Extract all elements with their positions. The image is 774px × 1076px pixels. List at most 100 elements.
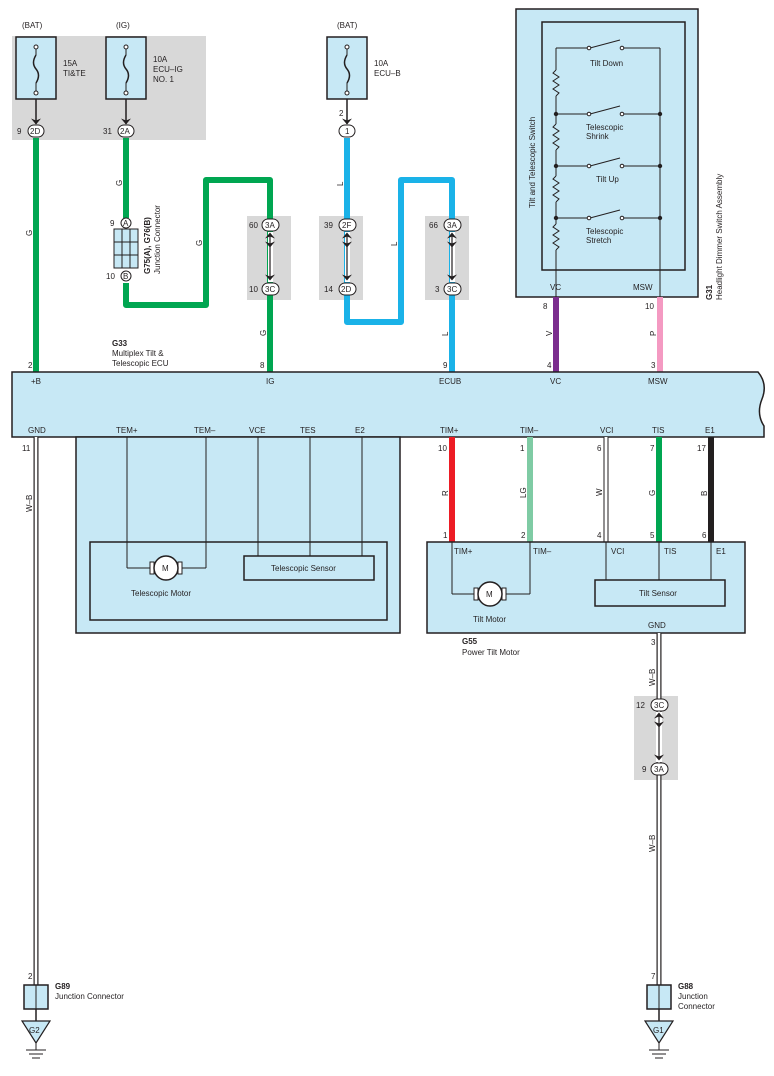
diagram-label: 17 xyxy=(697,444,706,453)
diagram-label: E1 xyxy=(705,426,715,435)
diagram-label: Shrink xyxy=(586,132,610,141)
diagram-label: TEM+ xyxy=(116,426,138,435)
diagram-label: 66 xyxy=(429,221,438,230)
diagram-label: G89 xyxy=(55,982,71,991)
diagram-label: 60 xyxy=(249,221,258,230)
resistor-icon xyxy=(552,123,560,151)
diagram-label: VC xyxy=(550,283,561,292)
diagram-label: TES xyxy=(300,426,316,435)
diagram-label: 9 xyxy=(443,361,448,370)
diagram-label: TI&TE xyxy=(63,69,86,78)
diagram-label: VC xyxy=(550,377,561,386)
diagram-label: VCI xyxy=(611,547,624,556)
diagram-label: 11 xyxy=(22,444,31,453)
diagram-label: 15A xyxy=(63,59,78,68)
diagram-label: W–B xyxy=(25,495,34,512)
resistor-icon xyxy=(552,69,560,97)
diagram-label: 3A xyxy=(265,221,275,230)
diagram-label: Tilt Up xyxy=(596,175,619,184)
switch-icon xyxy=(589,209,621,219)
telescopic-motor-frame xyxy=(89,541,388,621)
diagram-label: 2F xyxy=(342,221,351,230)
diagram-label: W xyxy=(595,488,604,496)
diagram-label: E2 xyxy=(355,426,365,435)
diagram-label: G2 xyxy=(29,1026,40,1035)
diagram-label: G75(A), G76(B) xyxy=(143,217,152,274)
diagram-label: 2 xyxy=(521,531,526,540)
diagram-label: 3 xyxy=(435,285,440,294)
diagram-label: Junction Connector xyxy=(153,205,162,274)
diagram-label: 2D xyxy=(30,127,40,136)
diagram-label: L xyxy=(441,331,450,336)
switch-icon xyxy=(589,157,621,167)
diagram-label: G xyxy=(259,330,268,336)
diagram-label: G88 xyxy=(678,982,694,991)
telescopic-sensor xyxy=(243,555,375,581)
diagram-label: TIM+ xyxy=(440,426,459,435)
diagram-label: G xyxy=(25,230,34,236)
diagram-label: IG xyxy=(266,377,274,386)
diagram-label: 2 xyxy=(28,361,33,370)
fuse-icon xyxy=(122,54,130,84)
resistor-icon xyxy=(552,223,560,251)
diagram-label: TIS xyxy=(652,426,664,435)
diagram-label: 8 xyxy=(543,302,548,311)
diagram-label: 3A xyxy=(447,221,457,230)
diagram-label: E1 xyxy=(716,547,726,556)
diagram-label: Junction xyxy=(678,992,708,1001)
inline-connector-3c-3a-lower: 3C 3A 129 xyxy=(636,698,669,776)
diagram-label: Connector xyxy=(678,1002,715,1011)
fuse-icon xyxy=(343,54,351,84)
diagram-label: R xyxy=(441,490,450,496)
junction-connector-g75-g76: A B 9 10 G75(A), G76(B) Junction Connect… xyxy=(106,205,162,282)
diagram-label: 3 xyxy=(651,638,656,647)
diagram-label: Tilt Down xyxy=(590,59,623,68)
diagram-label: 2D xyxy=(341,285,351,294)
diagram-label: G55 xyxy=(462,637,478,646)
diagram-label: G xyxy=(648,490,657,496)
diagram-label: (BAT) xyxy=(337,21,358,30)
diagram-label: TIM– xyxy=(533,547,552,556)
diagram-label: 1 xyxy=(520,444,525,453)
diagram-label: 2 xyxy=(28,972,33,981)
diagram-label: Power Tilt Motor xyxy=(462,648,520,657)
diagram-label: 3C xyxy=(265,285,275,294)
motor-icon: M xyxy=(473,581,507,607)
ecu-g33 xyxy=(11,371,765,438)
diagram-label: G33 xyxy=(112,339,128,348)
diagram-label: (BAT) xyxy=(22,21,43,30)
tilt-telescopic-switch xyxy=(541,21,686,271)
diagram-label: 10 xyxy=(106,272,115,281)
diagram-label: TEM– xyxy=(194,426,216,435)
diagram-label: 4 xyxy=(597,531,602,540)
switch-icon xyxy=(589,105,621,115)
junction-connector-g88: G88 Junction Connector xyxy=(646,982,715,1021)
diagram-label: 12 xyxy=(636,701,645,710)
diagram-label: VCE xyxy=(249,426,265,435)
ground-icon: G2 xyxy=(20,1020,52,1059)
diagram-label: Telescopic xyxy=(586,227,623,236)
fuse-3: (BAT) 10A ECU–B xyxy=(326,21,401,100)
diagram-label: V xyxy=(545,330,554,336)
diagram-label: VCI xyxy=(600,426,613,435)
diagram-label: TIM– xyxy=(520,426,539,435)
diagram-label: LG xyxy=(519,487,528,498)
switch-label: Tilt and Telescopic Switch xyxy=(528,117,537,208)
diagram-label: Junction Connector xyxy=(55,992,124,1001)
diagram-label: ECU–B xyxy=(374,69,401,78)
diagram-label: P xyxy=(649,331,658,336)
junction-connector-g89: G89 Junction Connector xyxy=(23,982,124,1021)
diagram-label: GND xyxy=(28,426,46,435)
diagram-label: 2A xyxy=(120,127,130,136)
diagram-label: L xyxy=(390,241,399,246)
diagram-label: TIS xyxy=(664,547,676,556)
diagram-label: 10A xyxy=(374,59,389,68)
diagram-label: 7 xyxy=(651,972,656,981)
diagram-label: 6 xyxy=(597,444,602,453)
diagram-label: B xyxy=(700,491,709,496)
diagram-label: Telescopic ECU xyxy=(112,359,169,368)
diagram-label: ECUB xyxy=(439,377,461,386)
diagram-label: 14 xyxy=(324,285,333,294)
